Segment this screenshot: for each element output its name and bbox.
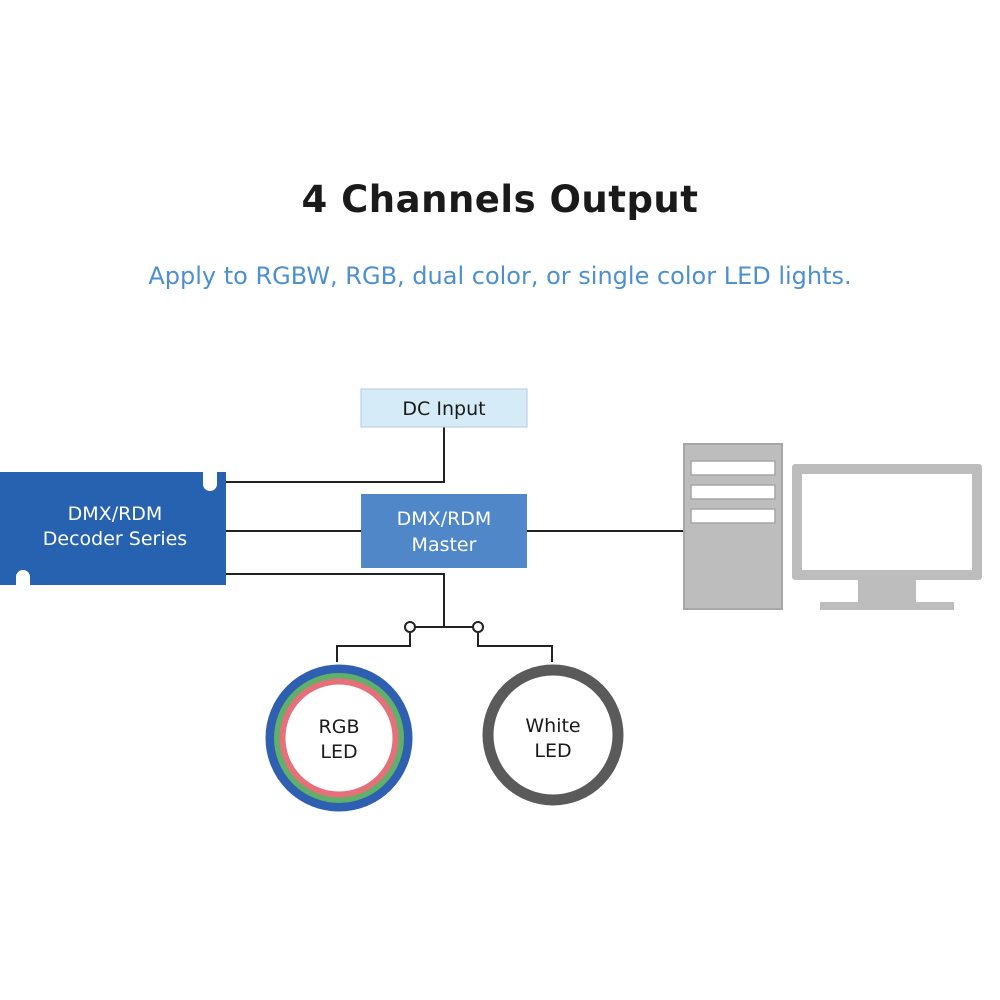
rgb-led-label-line1: RGB (319, 716, 360, 738)
page-subtitle: Apply to RGBW, RGB, dual color, or singl… (148, 262, 852, 290)
rgb-led-label-line2: LED (320, 741, 357, 763)
master-node: DMX/RDM Master (361, 494, 527, 568)
dc-input-node: DC Input (360, 388, 528, 428)
white-led-label-line2: LED (534, 740, 571, 762)
wires (226, 426, 686, 662)
computer-tower-icon (683, 443, 783, 610)
dc-input-label: DC Input (402, 398, 485, 420)
page-title: 4 Channels Output (301, 178, 699, 221)
white-led-node: White LED (482, 664, 624, 806)
wire-to-rgb-led (336, 627, 411, 662)
decoder-label-line2: Decoder Series (43, 528, 187, 550)
master-label-line1: DMX/RDM (397, 508, 492, 530)
wire-dc-to-decoder (226, 426, 445, 483)
decoder-label-line1: DMX/RDM (68, 503, 163, 525)
wire-decoder-to-leds (226, 573, 445, 627)
white-led-label-line1: White (525, 715, 580, 737)
rgb-led-node: RGB LED (265, 664, 413, 812)
decoder-node: DMX/RDM Decoder Series (0, 472, 226, 585)
junction-right (472, 621, 484, 633)
wire-to-white-led (477, 627, 553, 662)
junction-left (404, 621, 416, 633)
master-label-line2: Master (412, 534, 477, 556)
monitor-icon (792, 464, 982, 610)
